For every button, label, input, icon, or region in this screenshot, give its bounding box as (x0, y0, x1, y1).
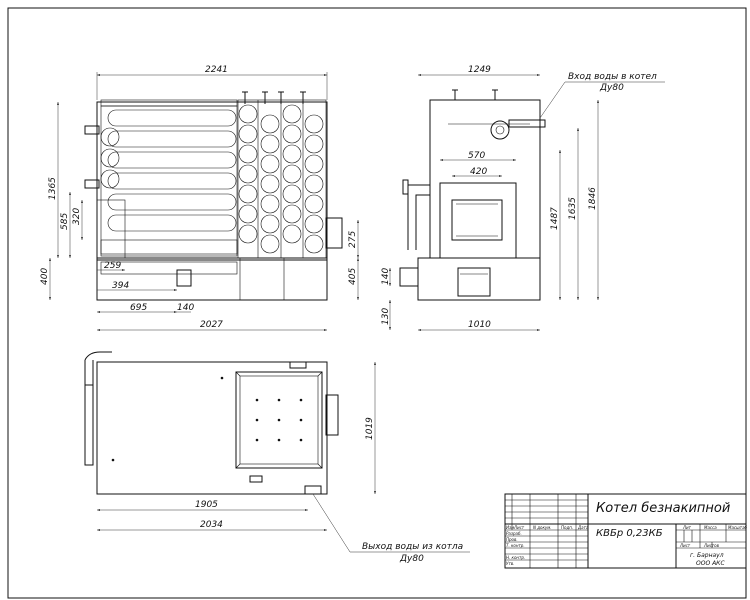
col-sheet: Лист (679, 543, 691, 548)
row-date: Дата (577, 525, 589, 530)
dim-1635: 1635 (568, 197, 578, 220)
row-razrab: Разраб. (506, 531, 522, 536)
dim-2027: 2027 (200, 320, 223, 330)
tube-circle (238, 184, 258, 204)
row-prov: Пров. (506, 537, 518, 542)
tube-circle (282, 204, 302, 224)
title-block: Котел безнакипной КВБр 0,23КБ г. Барнаул… (504, 493, 748, 569)
fire-tubes (107, 109, 237, 232)
tube-circle (238, 104, 258, 124)
label-water-out-size: Ду80 (399, 554, 424, 564)
tube-circle (260, 214, 280, 234)
row-nkontr: Н. контр. (506, 555, 525, 560)
label-water-in-size: Ду80 (599, 83, 624, 93)
row-list: Лист (513, 525, 525, 530)
dim-130: 130 (381, 308, 391, 325)
row-tkontr: Т. контр. (506, 543, 525, 548)
tube-circle (282, 184, 302, 204)
title-company: ООО АКС (696, 560, 725, 567)
plan-view: 1905 2034 1019 Выход воды из котла Ду80 (84, 351, 470, 564)
sheet-frame (7, 7, 747, 599)
col-sheets: Листов (703, 543, 720, 548)
tube-circle (304, 134, 324, 154)
dim-259: 259 (104, 261, 121, 271)
row-izm: Изм (506, 525, 514, 530)
col-lit: Лит (682, 525, 692, 530)
title-code: КВБр 0,23КБ (596, 528, 663, 539)
label-water-out: Выход воды из котла (362, 542, 463, 552)
tube-circle (260, 194, 280, 214)
tube-circle (282, 144, 302, 164)
tube-circle (260, 174, 280, 194)
tube-circle (238, 144, 258, 164)
dim-320: 320 (72, 208, 82, 225)
dim-2241: 2241 (205, 65, 228, 75)
dim-1249: 1249 (468, 65, 491, 75)
title-city: г. Барнаул (690, 552, 724, 559)
dim-695: 695 (130, 303, 147, 313)
row-sign: Подп. (561, 525, 573, 530)
row-ndoc: N докум. (533, 525, 552, 530)
tube-circle (282, 124, 302, 144)
side-view: 1249 570 420 1487 1635 1846 140 130 1010… (381, 65, 665, 331)
dim-275: 275 (348, 231, 358, 248)
tube-circle (260, 154, 280, 174)
tube-circle (304, 194, 324, 214)
tube-circle (304, 234, 324, 254)
dim-420: 420 (470, 167, 487, 177)
tube-circle (238, 204, 258, 224)
dim-2034: 2034 (200, 520, 223, 530)
front-view: 2241 1365 585 320 400 259 394 695 140 20… (40, 65, 359, 331)
dim-1010: 1010 (468, 320, 491, 330)
tube-circle (304, 154, 324, 174)
dim-1905: 1905 (195, 500, 218, 510)
dim-1365: 1365 (48, 177, 58, 200)
tube-bank (237, 99, 327, 259)
col-mass: Масса (704, 525, 717, 530)
tube-circle (304, 214, 324, 234)
dim-394: 394 (112, 281, 129, 291)
dim-570: 570 (468, 151, 485, 161)
tube-circle (260, 134, 280, 154)
dim-400: 400 (40, 268, 50, 285)
tube-circle (304, 114, 324, 134)
tube-circle (260, 114, 280, 134)
dim-140-front: 140 (177, 303, 194, 313)
title-name: Котел безнакипной (596, 501, 730, 516)
dim-405: 405 (348, 268, 358, 285)
tube-circle (282, 164, 302, 184)
tube-circle (238, 164, 258, 184)
dim-1019: 1019 (365, 417, 375, 440)
col-scale: Масштаб (728, 525, 748, 530)
tube-circle (238, 124, 258, 144)
dim-140-side: 140 (381, 268, 391, 285)
dim-1846: 1846 (588, 187, 598, 210)
dim-585: 585 (60, 213, 70, 230)
tube-circle (304, 174, 324, 194)
tube-circle (238, 224, 258, 244)
dim-1487: 1487 (550, 207, 560, 230)
label-water-in: Вход воды в котел (568, 72, 657, 82)
row-utv: Утв. (506, 561, 514, 566)
tube-circle (260, 234, 280, 254)
tube-circle (282, 224, 302, 244)
tube-circle (282, 104, 302, 124)
